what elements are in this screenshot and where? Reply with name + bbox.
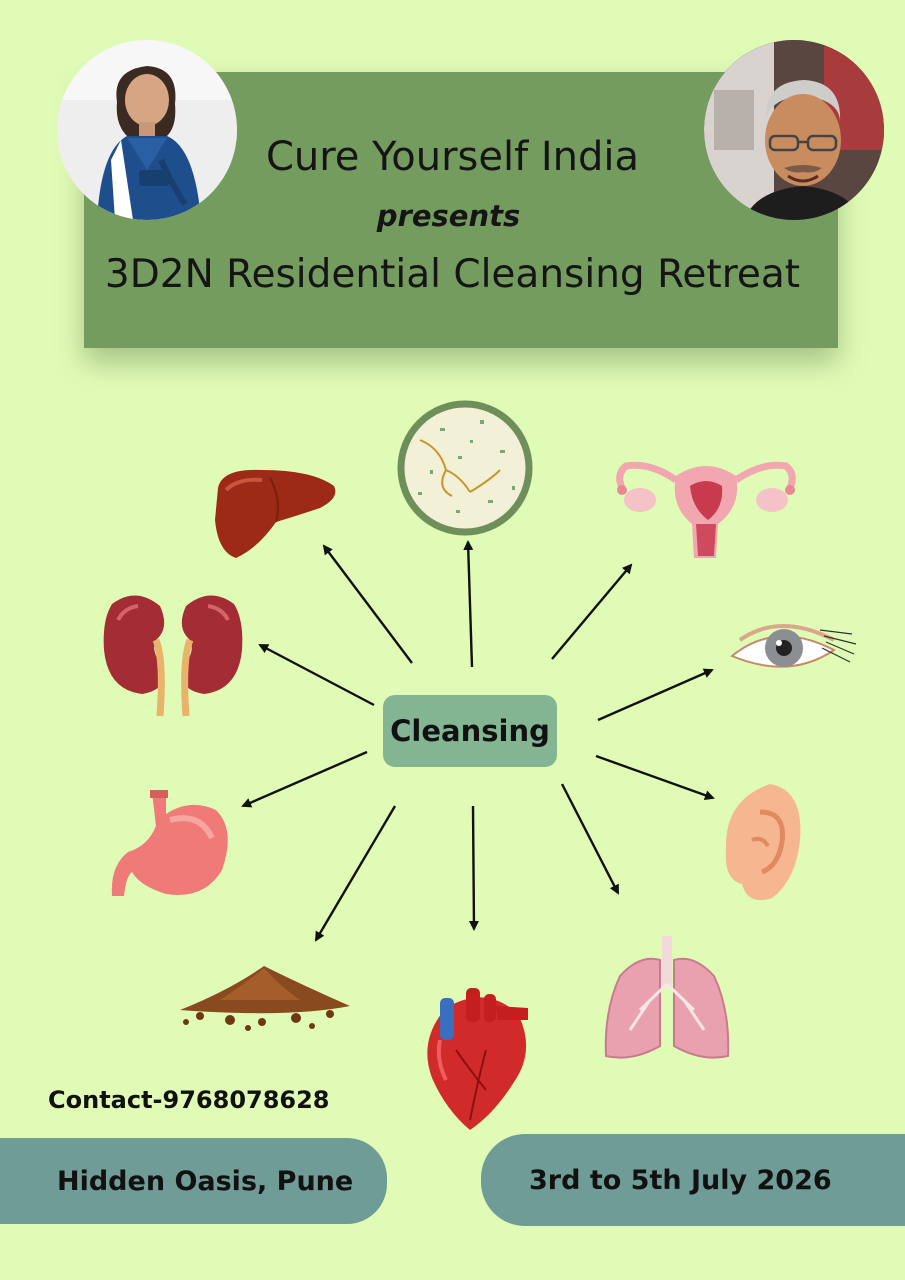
presents-text: presents [376, 199, 521, 233]
venue-text: Hidden Oasis, Pune [57, 1165, 354, 1197]
arrow-to-uterus [551, 563, 633, 660]
dates-pill: 3rd to 5th July 2026 [481, 1134, 905, 1226]
dates-text: 3rd to 5th July 2026 [529, 1164, 832, 1196]
arrow-to-lungs [560, 783, 620, 895]
skin-cell-icon [397, 400, 533, 536]
event-title: 3D2N Residential Cleansing Retreat [104, 252, 801, 297]
organization-title: Cure Yourself India [265, 134, 640, 180]
lungs-icon [604, 936, 730, 1059]
arrow-to-ear [595, 754, 715, 801]
contact-number: Contact-9768078628 [48, 1086, 330, 1114]
stomach-icon [111, 790, 228, 896]
liver-icon [215, 469, 336, 558]
arrow-to-liver [322, 544, 413, 664]
arrow-to-skin [463, 540, 474, 668]
heart-icon [427, 988, 528, 1130]
eye-icon [730, 624, 857, 668]
ear-icon [725, 784, 801, 901]
arrow-to-eye [597, 668, 714, 722]
uterus-icon [616, 461, 796, 558]
arrow-to-kidneys [258, 643, 375, 707]
arrow-to-soil [314, 805, 397, 942]
soil-pile-icon [180, 966, 350, 1031]
kidneys-icon [103, 595, 243, 717]
arrow-to-stomach [241, 750, 368, 808]
cleansing-center-box: Cleansing [383, 695, 557, 767]
venue-pill: Hidden Oasis, Pune [0, 1138, 387, 1224]
arrow-to-heart [468, 805, 479, 931]
